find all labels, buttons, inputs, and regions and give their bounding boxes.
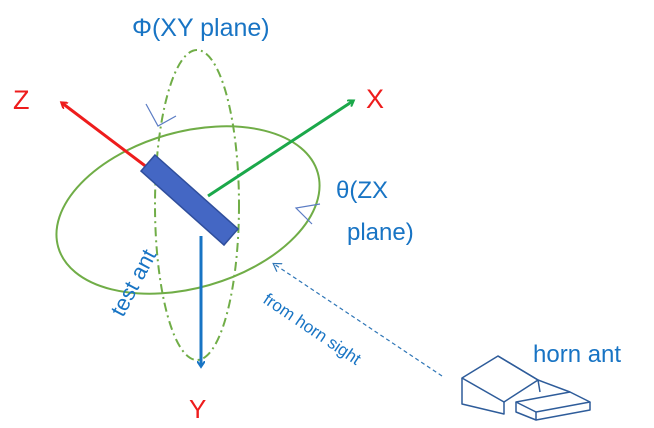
x-axis-label: X	[366, 84, 384, 114]
phi-plane-ellipse	[154, 49, 240, 361]
phi-plane-label: Φ(XY plane)	[132, 14, 270, 42]
theta-plane-label-line1: θ(ZX	[336, 177, 388, 204]
z-axis-label: Z	[13, 85, 30, 115]
theta-plane-ellipse	[55, 125, 321, 295]
z-axis-arrow	[62, 103, 149, 170]
horn-sight-line	[274, 264, 443, 377]
antenna-block-icon	[139, 153, 240, 247]
test-ant-label: test ant	[105, 245, 161, 320]
horn-antenna-icon	[461, 355, 591, 421]
theta-direction-arrowhead	[294, 203, 321, 225]
from-horn-sight-label: from horn sight	[260, 290, 365, 369]
x-axis-arrow	[207, 101, 353, 198]
theta-plane-label-line2: plane)	[347, 219, 414, 246]
phi-direction-arrowhead	[145, 103, 177, 127]
horn-ant-label: horn ant	[533, 341, 621, 368]
y-axis-label: Y	[189, 394, 206, 424]
